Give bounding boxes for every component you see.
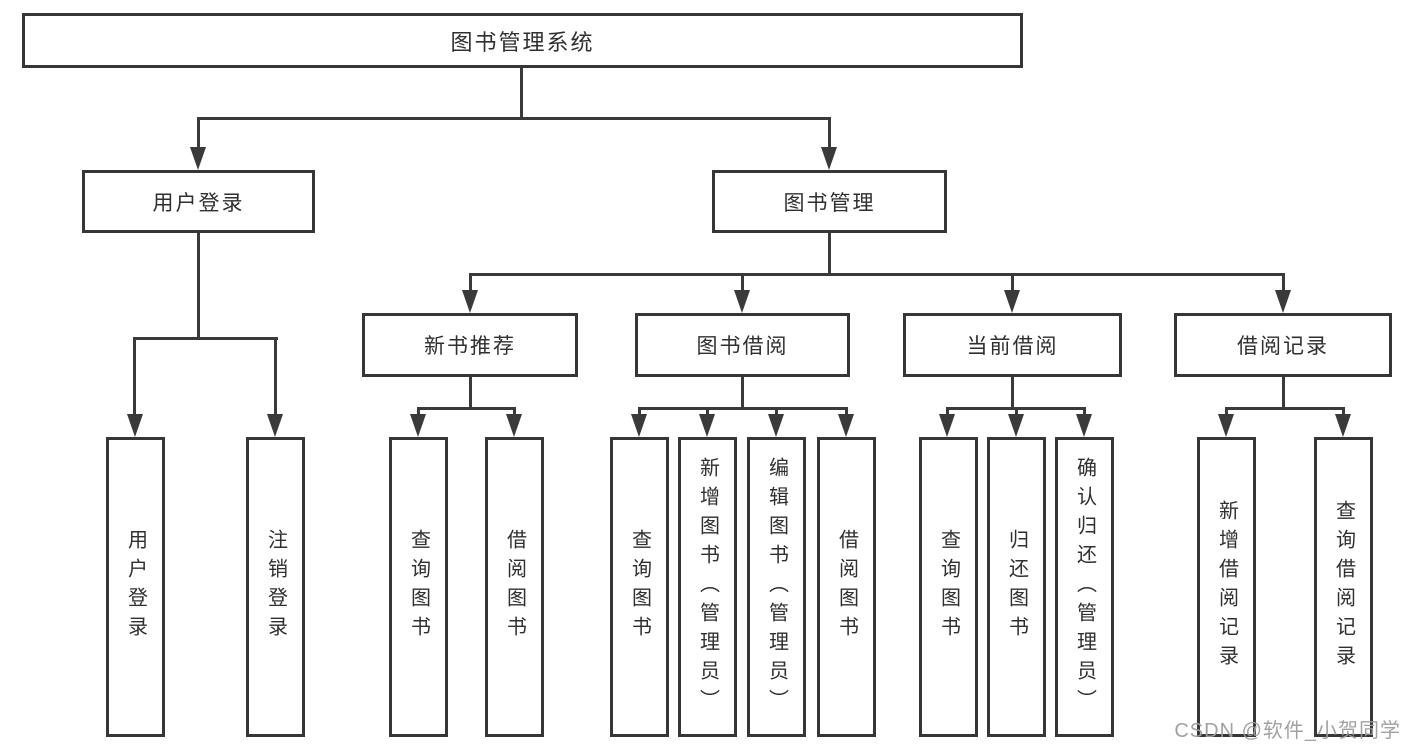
connector-records-bar — [1225, 407, 1345, 410]
leaf-query-books-recommend: 查询图书 — [389, 437, 448, 737]
node-label: 图书管理 — [783, 191, 876, 215]
leaf-confirm-return-admin: 确认归还（管理员） — [1055, 437, 1114, 737]
connector-level3-stem — [1011, 273, 1014, 291]
connector-leaf-stem — [845, 407, 848, 417]
leaf-label: 新增图书（管理员） — [696, 456, 719, 718]
down-arrowhead-icon — [190, 147, 206, 170]
down-arrowhead-icon — [821, 147, 837, 170]
down-arrowhead-icon — [410, 414, 426, 437]
connector-leaf-stem — [638, 407, 641, 417]
leaf-label: 编辑图书（管理员） — [765, 456, 788, 718]
connector-leaf-stem — [775, 407, 778, 417]
connector-current-down — [1011, 377, 1014, 409]
connector-user-login-down — [197, 233, 200, 337]
node-label: 用户登录 — [152, 191, 245, 215]
connector-level2-bar — [197, 117, 831, 120]
leaf-label: 用户登录 — [124, 529, 147, 645]
connector-leaf-stem — [1225, 407, 1228, 417]
connector-leaf-stem — [706, 407, 709, 417]
down-arrowhead-icon — [462, 290, 478, 313]
down-arrowhead-icon — [699, 414, 715, 437]
leaf-label: 注销登录 — [264, 529, 287, 645]
connector-leaf-stem — [1342, 407, 1345, 417]
node-user-login: 用户登录 — [82, 170, 315, 233]
leaf-add-borrow-record: 新增借阅记录 — [1197, 437, 1256, 737]
leaf-label: 查询图书 — [407, 529, 430, 645]
leaf-edit-books-admin: 编辑图书（管理员） — [747, 437, 806, 737]
connector-leaf-stem — [946, 407, 949, 417]
down-arrowhead-icon — [1076, 414, 1092, 437]
node-label: 图书借阅 — [696, 335, 789, 358]
leaf-return-books: 归还图书 — [987, 437, 1046, 737]
connector-level3-stem — [741, 273, 744, 291]
down-arrowhead-icon — [631, 414, 647, 437]
connector-records-down — [1282, 377, 1285, 409]
down-arrowhead-icon — [1008, 414, 1024, 437]
connector-leaf-stem — [417, 407, 420, 417]
down-arrowhead-icon — [267, 414, 283, 437]
connector-borrowing-down — [741, 377, 744, 409]
connector-book-management-down — [828, 233, 831, 273]
node-label: 借阅记录 — [1237, 335, 1329, 358]
leaf-label: 查询图书 — [937, 529, 960, 645]
leaf-label: 借阅图书 — [835, 529, 858, 645]
leaf-borrow-books-recommend: 借阅图书 — [485, 437, 544, 737]
connector-leaf-stem — [513, 407, 516, 417]
down-arrowhead-icon — [768, 414, 784, 437]
leaf-borrow-books-borrowing: 借阅图书 — [817, 437, 876, 737]
down-arrowhead-icon — [1218, 414, 1234, 437]
leaf-query-borrow-record: 查询借阅记录 — [1314, 437, 1373, 737]
connector-user-login-stem — [197, 117, 200, 148]
connector-leaf-stem — [1083, 407, 1086, 417]
leaf-label: 归还图书 — [1005, 529, 1028, 645]
node-current-borrowing: 当前借阅 — [903, 313, 1122, 377]
down-arrowhead-icon — [1335, 414, 1351, 437]
node-library-management-system: 图书管理系统 — [22, 13, 1023, 68]
connector-borrowing-bar — [638, 407, 848, 410]
leaf-label: 查询图书 — [628, 529, 651, 645]
node-label: 图书管理系统 — [450, 29, 595, 55]
leaf-logout: 注销登录 — [246, 437, 305, 737]
node-borrowing-records: 借阅记录 — [1174, 313, 1392, 377]
node-label: 新书推荐 — [424, 335, 516, 358]
leaf-label: 确认归还（管理员） — [1073, 456, 1096, 718]
down-arrowhead-icon — [1004, 290, 1020, 313]
node-book-borrowing: 图书借阅 — [635, 313, 850, 377]
leaf-user-login: 用户登录 — [106, 437, 165, 737]
down-arrowhead-icon — [506, 414, 522, 437]
down-arrowhead-icon — [734, 290, 750, 313]
leaf-label: 借阅图书 — [503, 529, 526, 645]
node-new-book-recommendation: 新书推荐 — [362, 313, 578, 377]
connector-level3-stem — [1282, 273, 1285, 291]
connector-level3-stem — [469, 273, 472, 291]
down-arrowhead-icon — [939, 414, 955, 437]
node-label: 当前借阅 — [966, 335, 1059, 358]
node-book-management: 图书管理 — [712, 170, 947, 233]
connector-recommend-down — [469, 377, 472, 409]
connector-root-stem — [520, 68, 523, 117]
connector-book-management-stem — [828, 117, 831, 148]
down-arrowhead-icon — [1275, 290, 1291, 313]
connector-leaf-stem — [274, 337, 277, 414]
connector-recommend-bar — [417, 407, 516, 410]
connector-level3-bar — [469, 273, 1285, 276]
connector-login-group-bar — [133, 337, 278, 340]
down-arrowhead-icon — [838, 414, 854, 437]
leaf-label: 新增借阅记录 — [1215, 500, 1238, 674]
leaf-add-books-admin: 新增图书（管理员） — [678, 437, 737, 737]
connector-leaf-stem — [133, 337, 136, 414]
leaf-query-books-current: 查询图书 — [919, 437, 978, 737]
leaf-query-books-borrowing: 查询图书 — [610, 437, 669, 737]
down-arrowhead-icon — [127, 414, 143, 437]
leaf-label: 查询借阅记录 — [1332, 500, 1355, 674]
connector-leaf-stem — [1015, 407, 1018, 417]
csdn-watermark: CSDN @软件_小贺同学 — [1174, 720, 1401, 742]
